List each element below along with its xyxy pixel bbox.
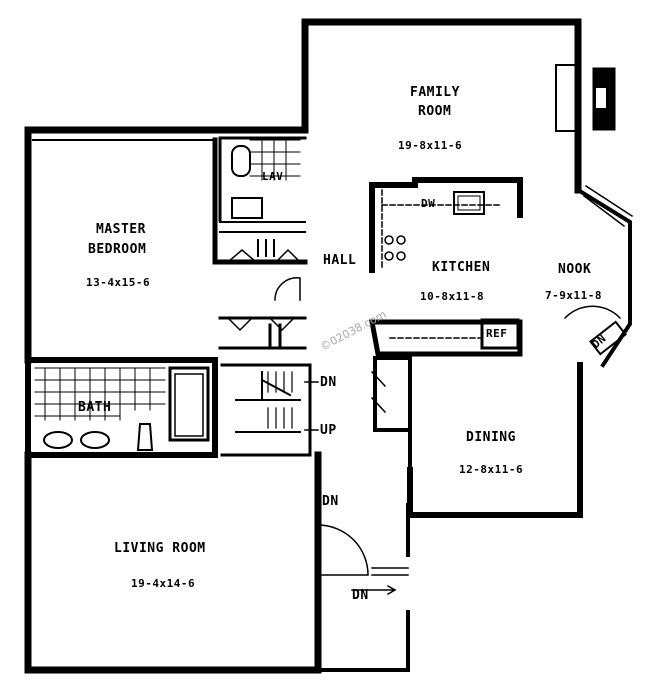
kitchen-dims: 10-8x11-8 xyxy=(420,290,485,303)
lower-stair-down-label: DN xyxy=(352,588,369,603)
family-room-walls xyxy=(301,18,582,194)
fireplace xyxy=(555,64,616,132)
master-bedroom-label-2: BEDROOM xyxy=(88,242,147,257)
entry-stair-down-label: DN xyxy=(322,494,339,509)
lav-room xyxy=(218,136,307,222)
hall-label: HALL xyxy=(323,253,357,268)
dining-label: DINING xyxy=(466,430,516,445)
living-room-dims: 19-4x14-6 xyxy=(131,577,196,590)
master-bedroom-walls xyxy=(24,126,309,364)
closet-bottom xyxy=(218,316,307,350)
lav-label: LAV xyxy=(262,170,284,183)
living-room-walls xyxy=(24,451,322,674)
stair-up-label: UP xyxy=(320,423,337,438)
nook-door xyxy=(563,305,622,320)
dining-closet xyxy=(373,356,412,472)
refrigerator-label: REF xyxy=(486,327,508,340)
living-room-label: LIVING ROOM xyxy=(114,541,206,556)
family-room-label: FAMILY xyxy=(410,85,460,100)
stair-down-label: DN xyxy=(320,375,337,390)
nook-bay-wall xyxy=(575,187,632,368)
family-room-label-2: ROOM xyxy=(418,104,452,119)
dining-dims: 12-8x11-6 xyxy=(459,463,524,476)
family-room-dims: 19-8x11-6 xyxy=(398,139,463,152)
dishwasher-label: DW xyxy=(421,197,436,210)
nook-label: NOOK xyxy=(558,262,592,277)
bath-room xyxy=(25,357,218,458)
master-bedroom-dims: 13-4x15-6 xyxy=(86,276,151,289)
master-bedroom-label: MASTER xyxy=(96,222,146,237)
stairs xyxy=(220,363,319,457)
kitchen-label: KITCHEN xyxy=(432,260,491,275)
bath-label: BATH xyxy=(78,400,112,415)
kitchen-counters xyxy=(368,177,523,357)
nook-dims: 7-9x11-8 xyxy=(545,289,602,302)
closet-top xyxy=(219,221,306,257)
hall-door xyxy=(274,277,301,301)
